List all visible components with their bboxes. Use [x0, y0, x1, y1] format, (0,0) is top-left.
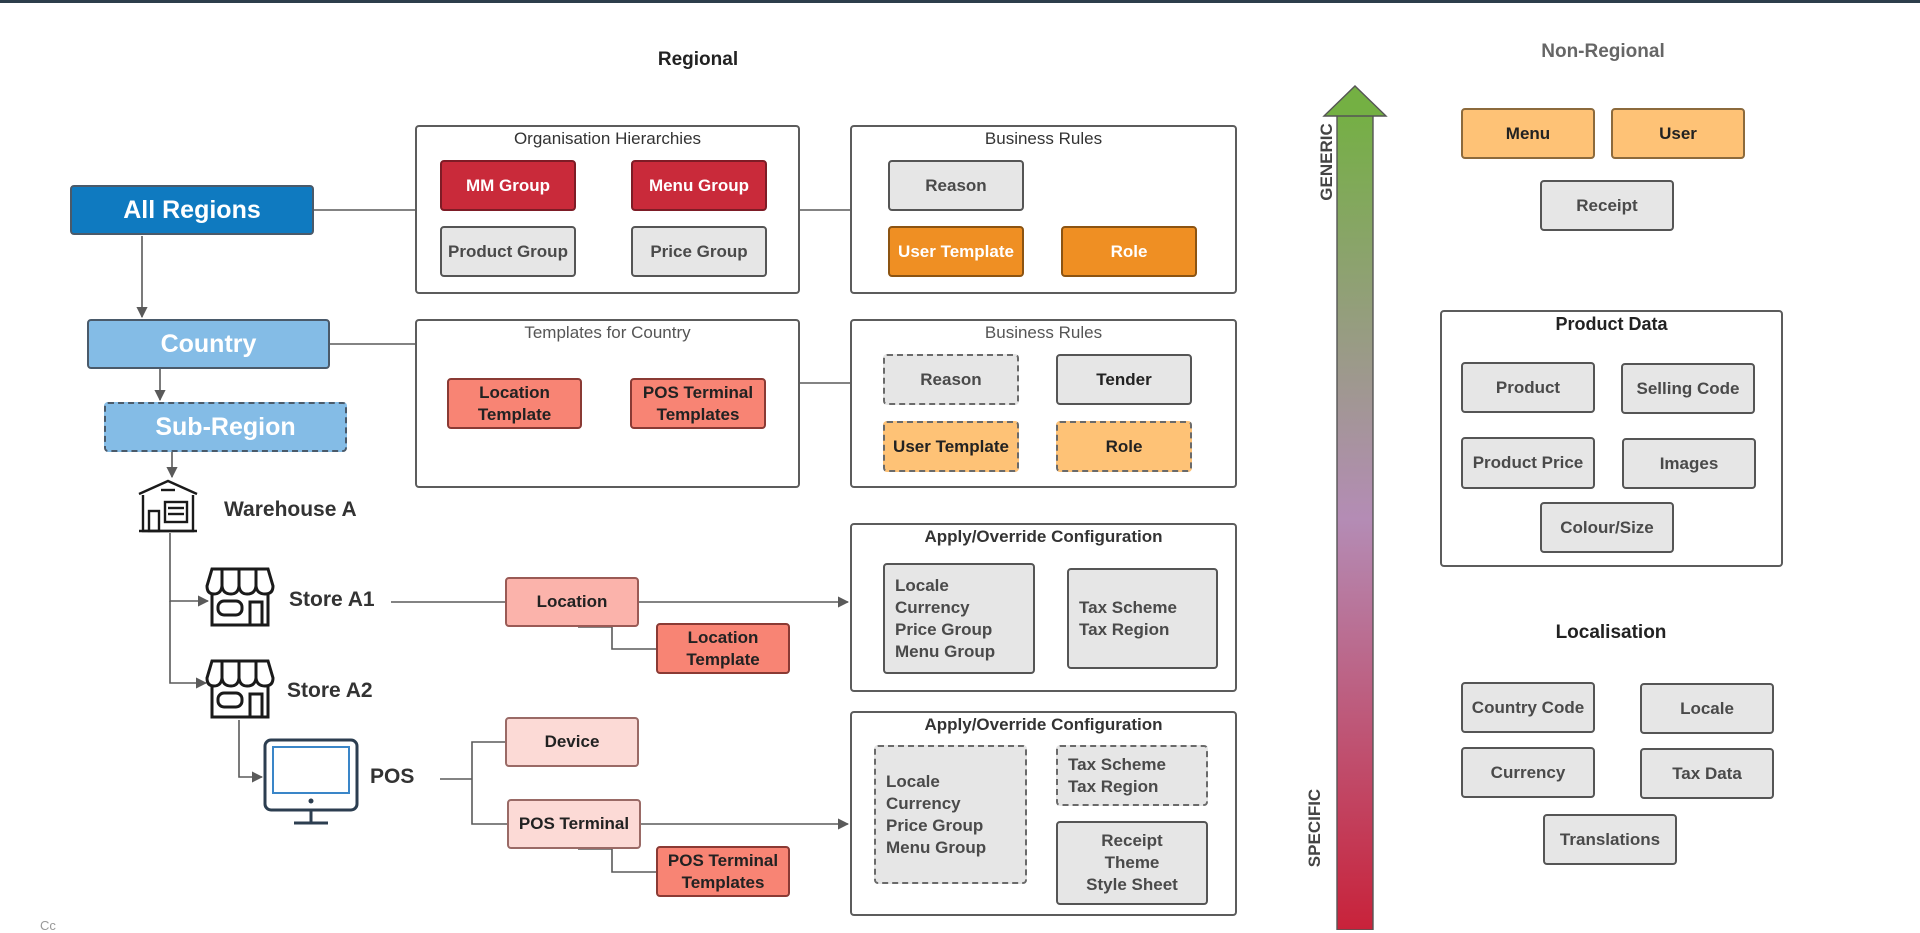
- group-title: Business Rules: [984, 129, 1103, 148]
- box-line: Location: [687, 627, 759, 647]
- store-icon: [205, 567, 275, 627]
- box-line: Price Group: [895, 619, 993, 639]
- user-box[interactable]: User: [1611, 108, 1745, 159]
- locale-currency-box[interactable]: Locale Currency Price Group Menu Group: [883, 563, 1035, 674]
- country-code-box[interactable]: Country Code: [1461, 682, 1595, 733]
- box-line: Theme: [1104, 853, 1160, 872]
- currency-box[interactable]: Currency: [1461, 747, 1595, 798]
- box-line: POS Terminal: [642, 382, 754, 402]
- box-line: Template: [686, 649, 760, 669]
- device-box[interactable]: Device: [505, 717, 639, 767]
- product-box[interactable]: Product: [1461, 362, 1595, 413]
- box-line: Currency: [886, 793, 961, 813]
- reason-box[interactable]: Reason: [888, 160, 1024, 211]
- localisation-title: Localisation: [1555, 622, 1667, 643]
- country-node[interactable]: Country: [87, 319, 330, 369]
- user-template-box[interactable]: User Template: [888, 226, 1024, 277]
- tender-box[interactable]: Tender: [1056, 354, 1192, 405]
- box-line: Templates: [681, 872, 765, 892]
- box-line: Tax Scheme: [1079, 597, 1177, 617]
- group-title: Business Rules: [984, 323, 1103, 342]
- tax-data-box[interactable]: Tax Data: [1640, 748, 1774, 799]
- axis-specific-label: SPECIFIC: [1305, 788, 1324, 868]
- colour-size-box[interactable]: Colour/Size: [1540, 502, 1674, 553]
- group-title: Apply/Override Configuration: [924, 527, 1163, 546]
- menu-box[interactable]: Menu: [1461, 108, 1595, 159]
- box-line: Style Sheet: [1086, 875, 1178, 894]
- box-line: Menu Group: [895, 641, 996, 661]
- role-box[interactable]: Role: [1061, 226, 1197, 277]
- menu-group-box[interactable]: Menu Group: [631, 160, 767, 211]
- translations-box[interactable]: Translations: [1543, 814, 1677, 865]
- locale-box[interactable]: Locale: [1640, 683, 1774, 734]
- box-line: Locale: [886, 771, 940, 791]
- all-regions-node[interactable]: All Regions: [70, 185, 314, 235]
- box-line: Locale: [895, 575, 949, 595]
- group-title: Organisation Hierarchies: [513, 129, 702, 148]
- user-template-box[interactable]: User Template: [883, 421, 1019, 472]
- group-title: Apply/Override Configuration: [924, 715, 1163, 734]
- selling-code-box[interactable]: Selling Code: [1621, 363, 1755, 414]
- axis-generic-label: GENERIC: [1317, 123, 1336, 201]
- box-line: Currency: [895, 597, 970, 617]
- images-box[interactable]: Images: [1622, 438, 1756, 489]
- receipt-theme-box[interactable]: Receipt Theme Style Sheet: [1056, 821, 1208, 905]
- box-line: Template: [477, 404, 552, 424]
- pos-label: POS: [370, 765, 415, 788]
- box-line: Location: [479, 382, 550, 402]
- warehouse-label: Warehouse A: [224, 498, 357, 521]
- pos-terminal-box[interactable]: POS Terminal: [507, 799, 641, 849]
- tax-box[interactable]: Tax Scheme Tax Region: [1056, 745, 1208, 806]
- product-group-box[interactable]: Product Group: [440, 226, 576, 277]
- top-border: [0, 0, 1920, 3]
- box-line: Tax Region: [1079, 619, 1170, 639]
- box-line: Receipt: [1101, 831, 1163, 850]
- mm-group-box[interactable]: MM Group: [440, 160, 576, 211]
- group-title: Templates for Country: [524, 323, 691, 342]
- locale-currency-box[interactable]: Locale Currency Price Group Menu Group: [874, 745, 1027, 884]
- store-a2-label: Store A2: [287, 679, 373, 702]
- location-box[interactable]: Location: [505, 577, 639, 627]
- sub-region-node[interactable]: Sub-Region: [104, 402, 347, 452]
- price-group-box[interactable]: Price Group: [631, 226, 767, 277]
- monitor-icon: [263, 738, 359, 825]
- box-line: POS Terminal: [667, 850, 779, 870]
- group-title: Product Data: [1555, 314, 1668, 334]
- store-icon: [205, 659, 275, 719]
- box-line: Templates: [656, 404, 740, 424]
- box-line: Menu Group: [886, 837, 987, 857]
- store-a1-label: Store A1: [289, 588, 375, 611]
- box-line: Tax Scheme: [1068, 754, 1166, 774]
- box-line: Tax Region: [1068, 776, 1159, 796]
- warehouse-icon: [138, 479, 198, 533]
- reason-box[interactable]: Reason: [883, 354, 1019, 405]
- footer-mark: Cc: [40, 918, 56, 933]
- receipt-box[interactable]: Receipt: [1540, 180, 1674, 231]
- box-line: Price Group: [886, 815, 984, 835]
- product-price-box[interactable]: Product Price: [1461, 437, 1595, 489]
- non-regional-title: Non-Regional: [1541, 41, 1665, 62]
- role-box[interactable]: Role: [1056, 421, 1192, 472]
- tax-box[interactable]: Tax Scheme Tax Region: [1067, 568, 1218, 669]
- regional-title: Regional: [657, 49, 739, 70]
